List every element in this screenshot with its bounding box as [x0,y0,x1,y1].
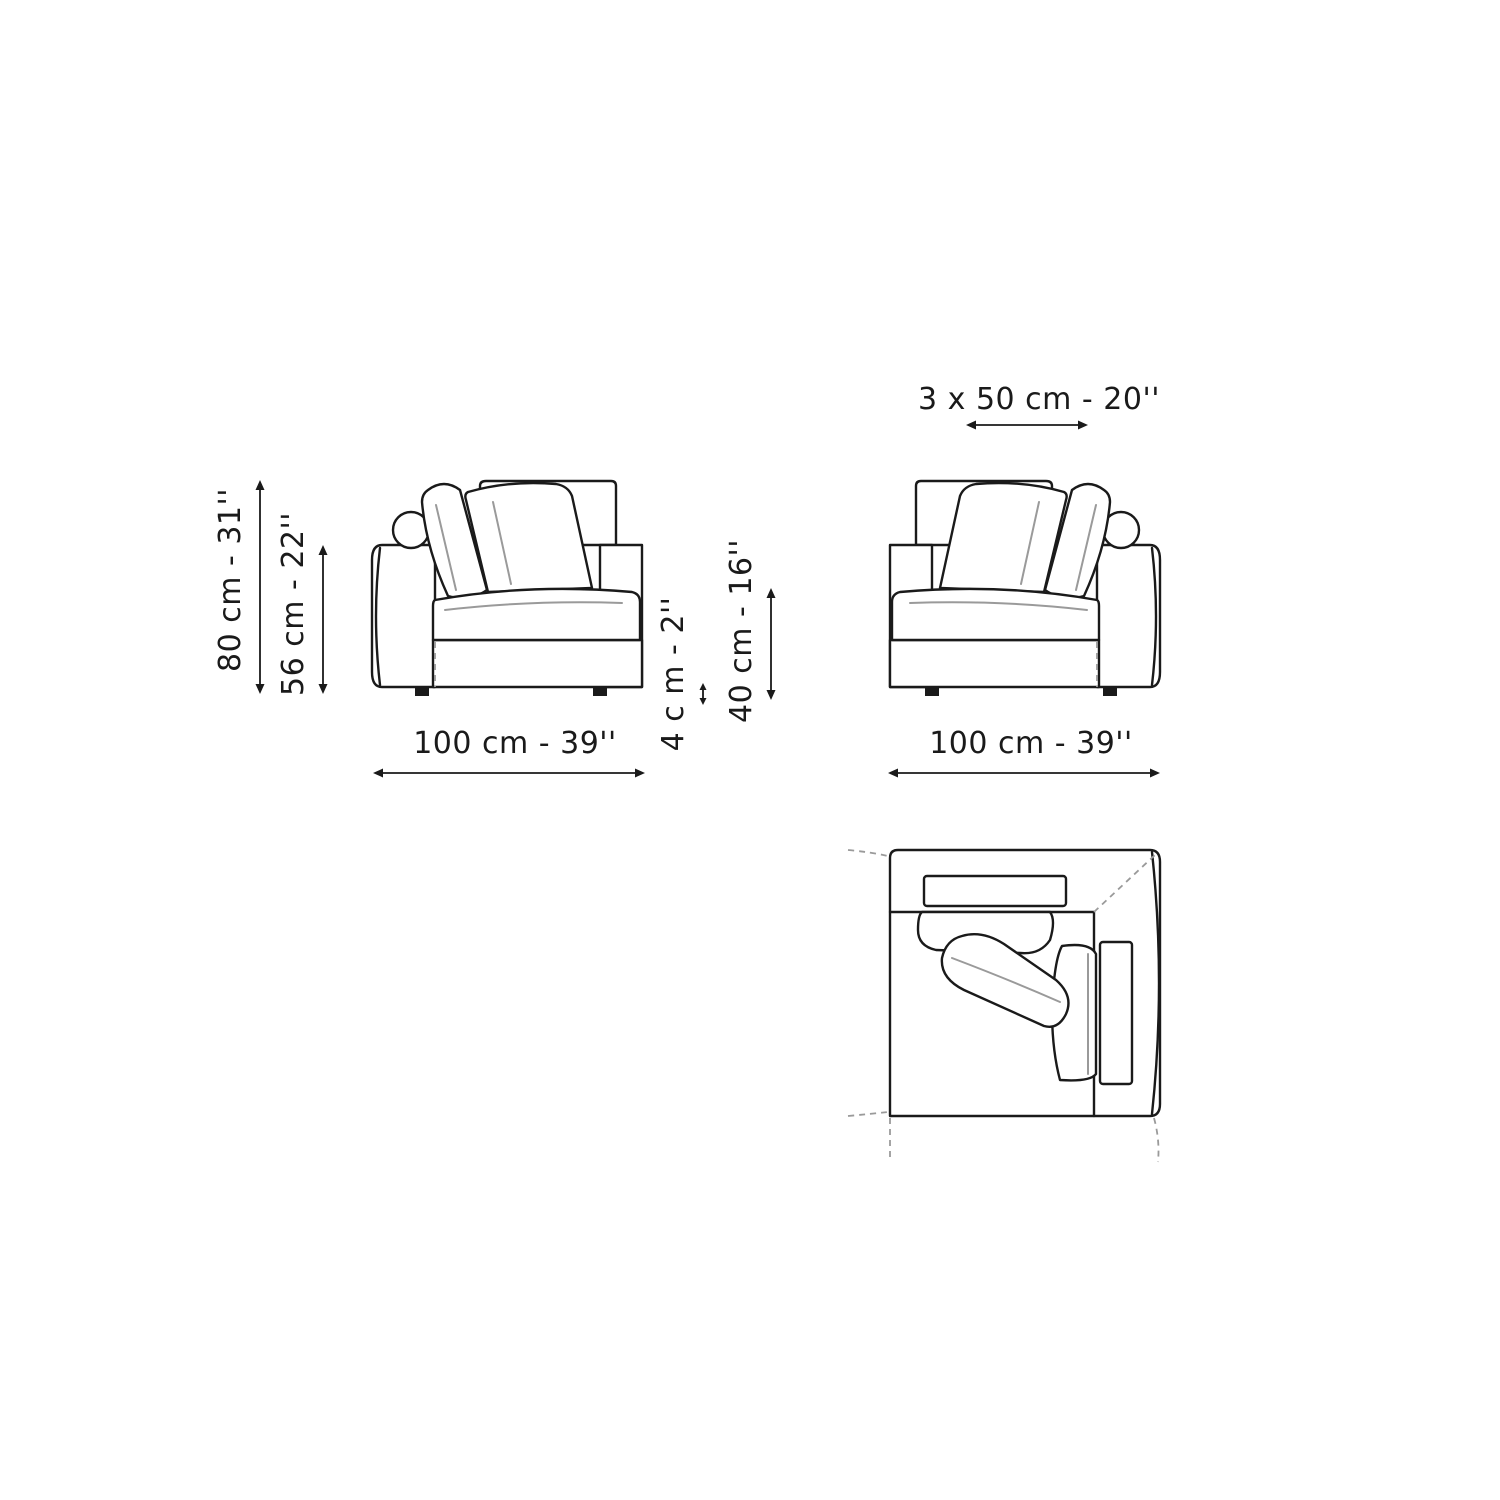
label-width-right: 100 cm - 39'' [929,726,1133,761]
dimension-arrows [255,420,1160,778]
back-cushion [464,481,594,594]
label-total-height: 80 cm - 31'' [213,488,248,672]
arm-bolster-top [1098,940,1134,1086]
label-arm-height: 56 cm - 22'' [276,512,311,696]
leg-left [415,687,429,696]
label-seat-height: 40 cm - 16'' [724,539,759,723]
diagonal-cushion [940,933,1070,1028]
top-view [847,848,1162,1163]
wide-arm [370,543,437,689]
back-bolster-top [922,874,1068,908]
seat-cushion [431,587,642,642]
label-width-left: 100 cm - 39'' [413,726,617,761]
front-view-right [888,479,1162,696]
dimension-labels: 80 cm - 31'' 56 cm - 22'' 4 c m - 2'' 40… [213,382,1160,761]
leg-right [593,687,607,696]
front-view-left [370,479,644,696]
label-leg-height: 4 c m - 2'' [656,597,691,752]
label-cushion-width: 3 x 50 cm - 20'' [918,382,1160,417]
seat-base [431,638,644,689]
